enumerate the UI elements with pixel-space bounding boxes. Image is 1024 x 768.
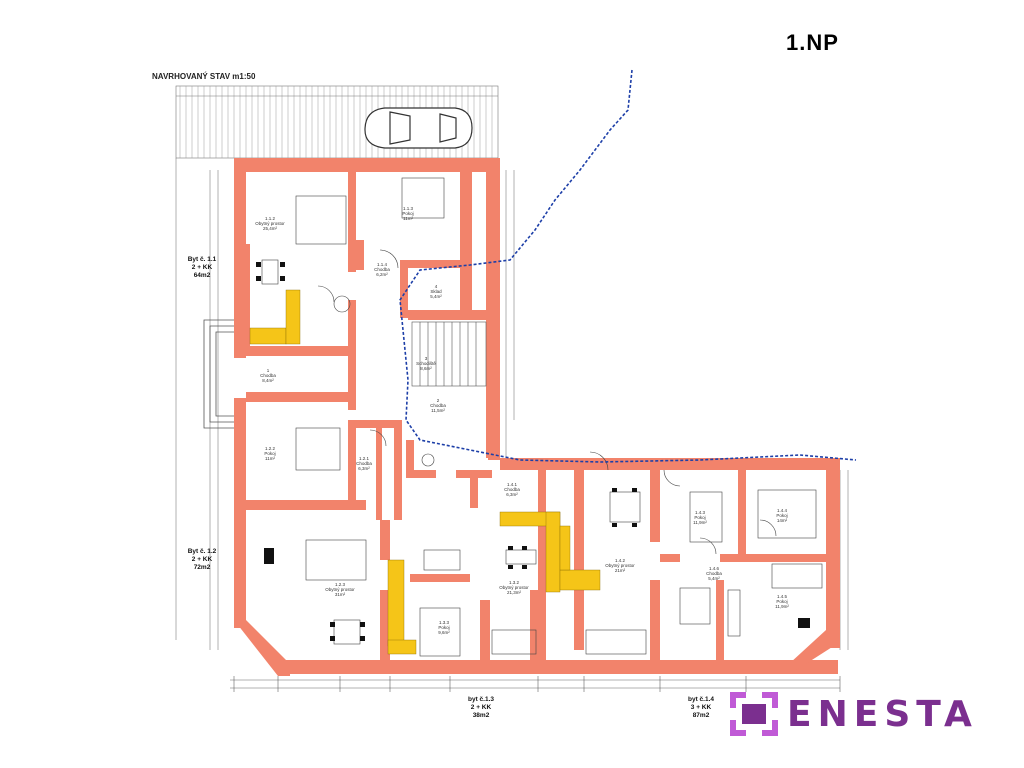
plan-caption: NAVRHOVANÝ STAV m1:50	[152, 72, 256, 81]
floor-title: 1.NP	[786, 30, 839, 55]
ramp	[203, 319, 236, 429]
logo-text: ENESTA	[787, 694, 978, 735]
furniture	[261, 177, 823, 657]
logo-mark-icon	[730, 692, 778, 736]
dimension-ticks	[233, 676, 841, 692]
site-lines	[175, 158, 849, 689]
kitchen-counters	[249, 289, 601, 655]
car-icon	[364, 107, 473, 149]
walls	[234, 158, 840, 676]
boundary-line	[399, 69, 857, 463]
chairs	[256, 262, 810, 641]
